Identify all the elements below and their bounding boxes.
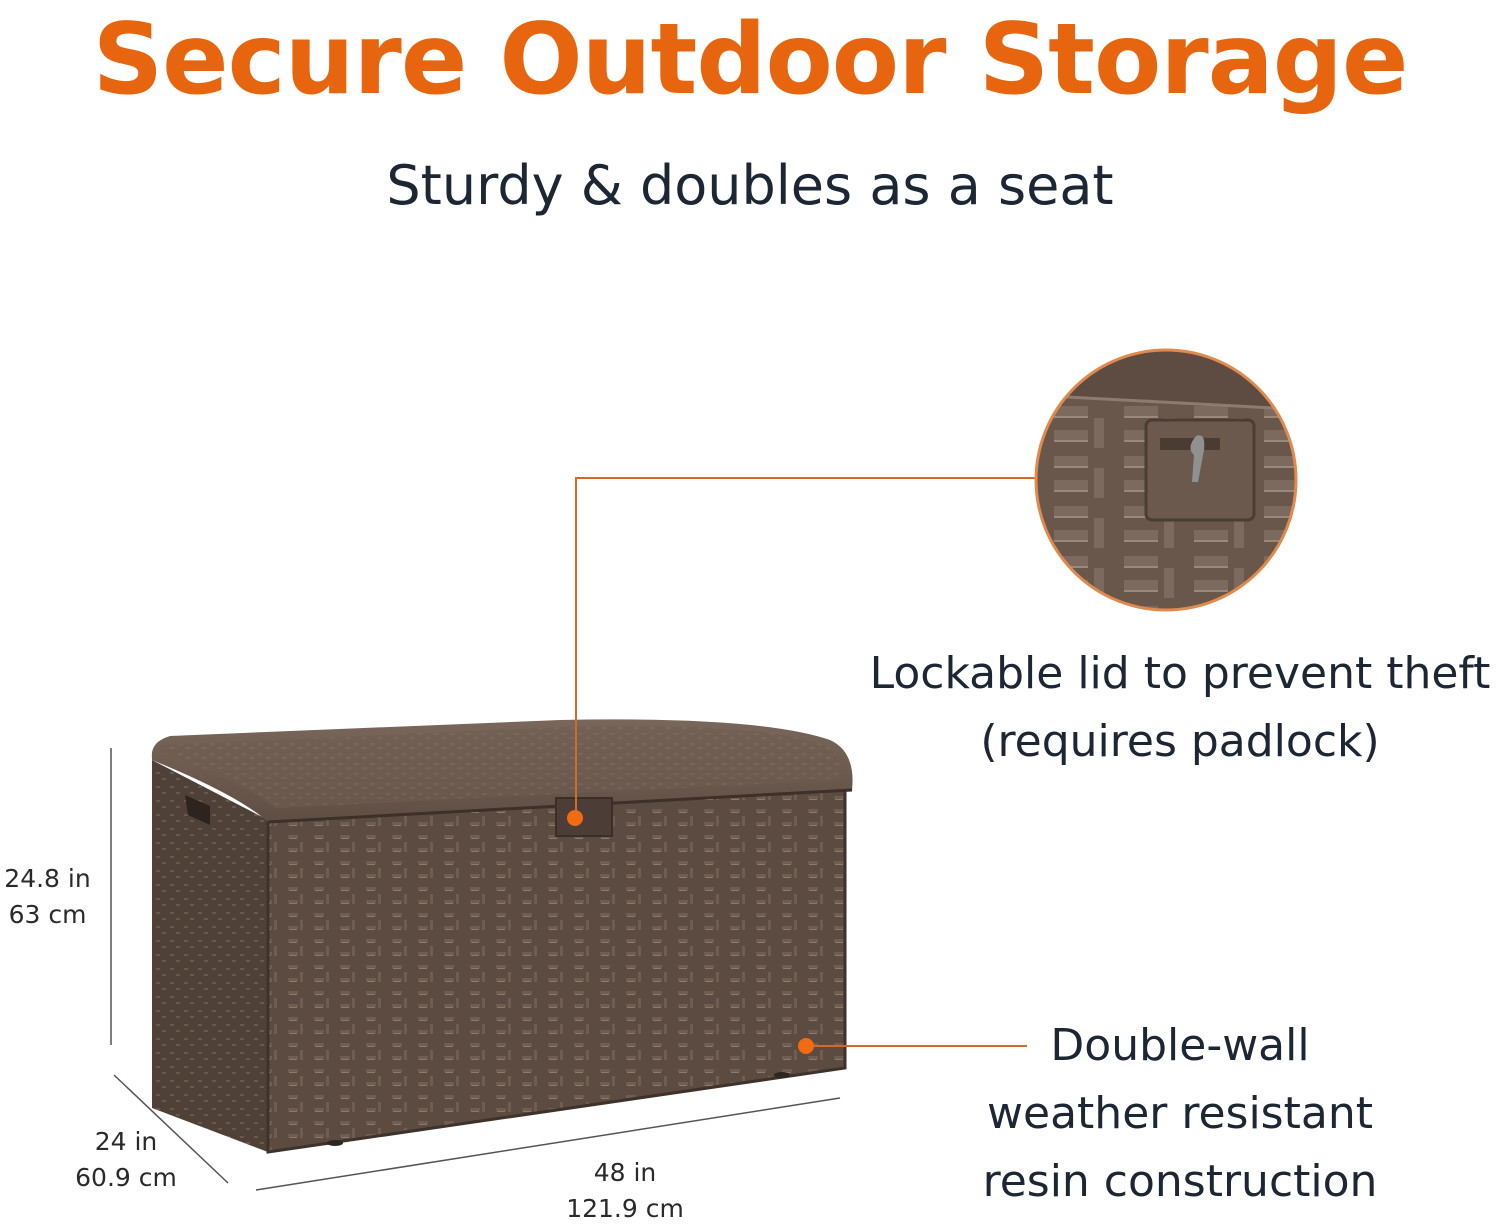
width-dimension: 48 in 121.9 cm [550,1155,700,1227]
lock-detail-magnifier [1036,350,1296,610]
box-side-panel [152,760,268,1152]
headline: Secure Outdoor Storage [92,3,1409,117]
lock-callout-dot [567,810,583,826]
height-dimension: 24.8 in 63 cm [0,861,95,933]
depth-dimension-line [113,1074,229,1184]
wall-callout-dot [798,1038,814,1054]
callout-wall: Double-wall weather resistant resin cons… [960,1012,1400,1216]
lock-hasp [555,797,613,837]
callout-wall-line-1: Double-wall [1050,1020,1310,1071]
callout-lock-line-2: (requires padlock) [980,716,1380,767]
width-dimension-line [255,1097,841,1191]
depth-dimension: 24 in 60.9 cm [56,1124,196,1196]
height-imperial: 24.8 in [4,864,91,893]
callout-wall-line-2: weather resistant [987,1088,1373,1139]
side-handle [185,795,210,825]
width-metric: 121.9 cm [566,1194,684,1223]
height-metric: 63 cm [8,900,87,929]
width-imperial: 48 in [593,1158,657,1187]
callout-wall-line-3: resin construction [982,1156,1378,1207]
depth-imperial: 24 in [94,1127,158,1156]
depth-metric: 60.9 cm [75,1163,177,1192]
padlock-eye-icon [1190,435,1205,482]
box-front-panel [268,790,845,1152]
subheadline: Sturdy & doubles as a seat [386,154,1114,217]
callout-lock-line-1: Lockable lid to prevent theft [869,648,1491,699]
lock-callout-leader [575,477,1036,818]
detail-circle-border [1034,348,1298,612]
callout-lock: Lockable lid to prevent theft (requires … [850,640,1500,776]
